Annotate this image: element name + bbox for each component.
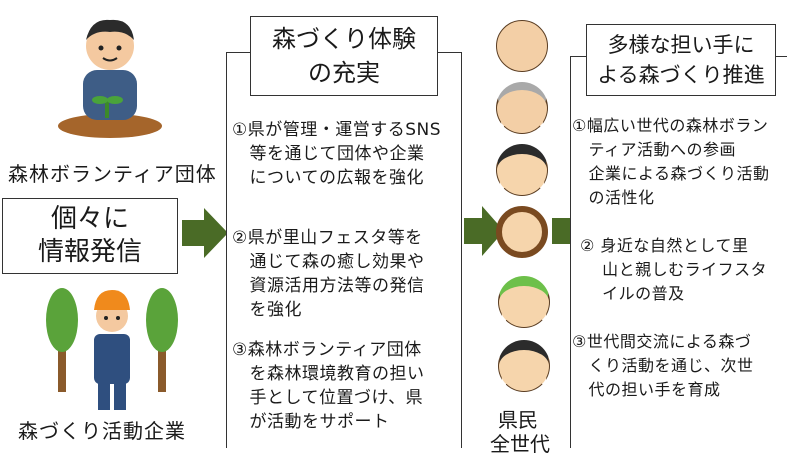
right-title-box: [586, 24, 776, 96]
arrow-right-icon: [464, 206, 504, 256]
forestry-worker-icon: [42, 282, 182, 412]
elderly-man-icon: [496, 20, 548, 72]
middle-title-line1: 森づくり体験: [272, 25, 416, 53]
woman-icon: [496, 206, 548, 258]
company-label: 森づくり活動企業: [18, 419, 186, 443]
volunteer-planting-icon: [55, 8, 165, 138]
right-title-line2: よる森づくり推進: [597, 63, 765, 87]
middle-item-3: ③森林ボランティア団体 を森林環境教育の担い 手として位置づけ、県 が活動をサポ…: [232, 340, 425, 432]
girl-icon: [498, 340, 550, 392]
individual-box: [2, 198, 178, 274]
middle-item-1: ①県が管理・運営するSNS 等を通じて団体や企業 についての広報を強化: [232, 120, 442, 188]
right-item-2: ② 身近な自然として里 山と親しむライフスタ イルの普及: [580, 236, 768, 303]
middle-item-2: ②県が里山フェスタ等を 通じて森の癒し効果や 資源活用方法等の発信 を強化: [232, 228, 425, 320]
right-title-line1: 多様な担い手に: [607, 33, 755, 57]
people-label-line2: 全世代: [490, 432, 550, 456]
people-label-line1: 県民: [498, 408, 538, 432]
right-item-1: ①幅広い世代の森林ボラン ティア活動への参画 企業による森づくり活動 の活性化: [572, 116, 770, 207]
individual-box-line1: 個々に: [50, 204, 129, 234]
elderly-woman-icon: [496, 82, 548, 134]
middle-panel: [226, 52, 462, 448]
volunteer-group-label: 森林ボランティア団体: [8, 162, 217, 186]
individual-box-line2: 情報発信: [37, 237, 142, 267]
boy-icon: [498, 276, 550, 328]
right-item-3: ③世代間交流による森づ くり活動を通じ、次世 代の担い手を育成: [572, 332, 754, 399]
arrow-right-icon: [182, 208, 228, 258]
man-icon: [496, 144, 548, 196]
middle-title-box: [250, 16, 438, 96]
middle-title-line2: の充実: [308, 59, 380, 87]
right-panel: [570, 56, 787, 448]
